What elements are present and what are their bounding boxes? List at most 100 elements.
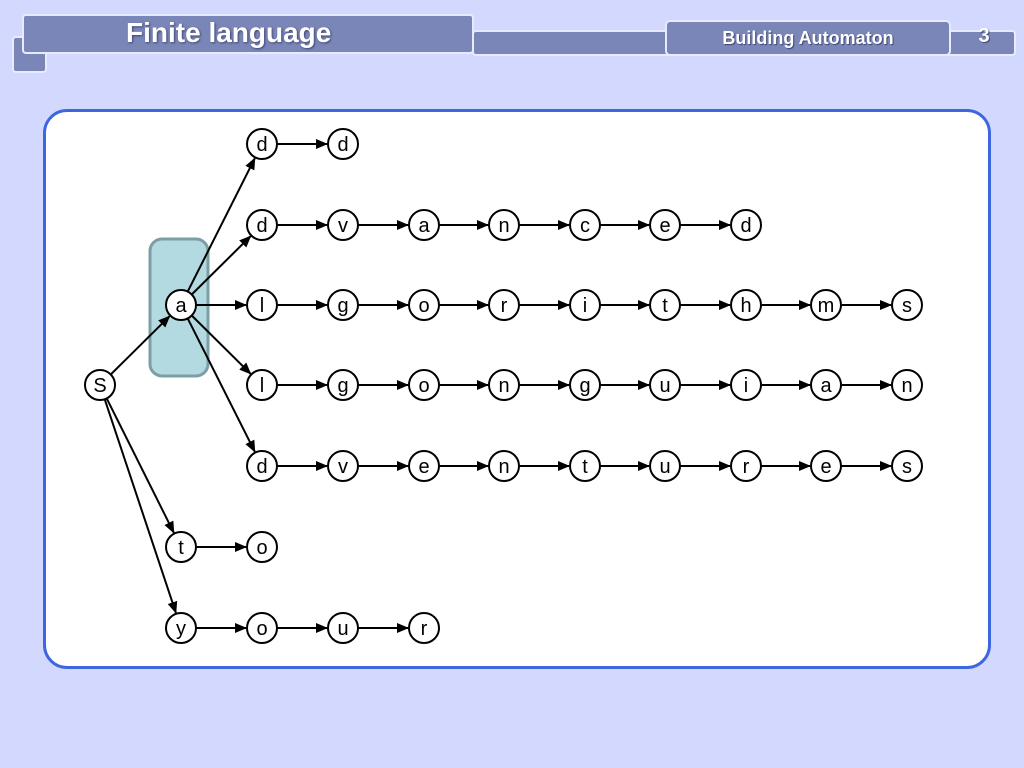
state-circle (246, 289, 278, 321)
state-circle (246, 128, 278, 160)
state-circle (810, 369, 842, 401)
state-node: o (408, 369, 440, 401)
state-circle (246, 369, 278, 401)
state-node: o (408, 289, 440, 321)
state-label: d (256, 456, 267, 478)
state-circle (569, 369, 601, 401)
state-circle (246, 450, 278, 482)
state-node: d (246, 209, 278, 241)
slide-title: Finite language (126, 17, 332, 48)
state-label: u (659, 375, 670, 397)
transition-arrow (186, 157, 256, 293)
state-node: a (810, 369, 842, 401)
state-circle (327, 450, 359, 482)
state-label: s (902, 295, 912, 317)
state-circle (730, 289, 762, 321)
state-circle (730, 209, 762, 241)
state-label: y (176, 618, 186, 640)
state-node: e (408, 450, 440, 482)
state-node: e (649, 209, 681, 241)
state-label: h (740, 295, 751, 317)
state-label: r (743, 456, 750, 478)
state-node: r (730, 450, 762, 482)
state-circle (569, 289, 601, 321)
state-node: s (891, 289, 923, 321)
page-number: 3 (978, 25, 990, 47)
state-circle (891, 450, 923, 482)
state-node: g (327, 369, 359, 401)
state-label: d (740, 215, 751, 237)
state-node: n (488, 369, 520, 401)
state-label: o (418, 375, 429, 397)
state-circle (246, 531, 278, 563)
state-circle (730, 450, 762, 482)
state-label: e (820, 456, 831, 478)
state-circle (327, 369, 359, 401)
state-circle (84, 369, 116, 401)
state-circle (327, 612, 359, 644)
state-node: i (730, 369, 762, 401)
state-node: r (488, 289, 520, 321)
transition-arrow (103, 398, 178, 614)
state-node: g (327, 289, 359, 321)
state-label: r (501, 295, 508, 317)
state-circle (488, 289, 520, 321)
state-label: u (659, 456, 670, 478)
state-circle (408, 209, 440, 241)
state-node: u (649, 450, 681, 482)
state-node: u (649, 369, 681, 401)
state-label: o (256, 537, 267, 559)
state-label: l (260, 295, 264, 317)
state-node: d (246, 450, 278, 482)
state-circle (730, 369, 762, 401)
state-node: c (569, 209, 601, 241)
state-label: g (579, 375, 590, 397)
state-node: n (488, 209, 520, 241)
state-node: i (569, 289, 601, 321)
state-circle (408, 369, 440, 401)
title-band (22, 14, 474, 54)
state-circle (569, 450, 601, 482)
state-label: a (820, 375, 832, 397)
state-label: t (662, 295, 668, 317)
state-circle (327, 289, 359, 321)
state-circle (408, 289, 440, 321)
state-label: i (744, 375, 748, 397)
state-circle (165, 531, 197, 563)
state-node: u (327, 612, 359, 644)
state-label: v (338, 456, 348, 478)
state-circle (408, 612, 440, 644)
transition-arrow (105, 397, 175, 534)
state-node: e (810, 450, 842, 482)
state-node: d (246, 128, 278, 160)
state-node: y (165, 612, 197, 644)
state-label: t (178, 537, 184, 559)
state-node: S (84, 369, 116, 401)
state-node: h (730, 289, 762, 321)
state-circle (891, 289, 923, 321)
state-label: o (256, 618, 267, 640)
state-circle (810, 450, 842, 482)
state-circle (327, 209, 359, 241)
state-circle (246, 209, 278, 241)
state-label: a (418, 215, 430, 237)
transition-arrow (186, 317, 256, 453)
transition-arrow (109, 315, 171, 376)
state-node: l (246, 289, 278, 321)
state-label: d (256, 215, 267, 237)
state-circle (649, 369, 681, 401)
state-node: n (488, 450, 520, 482)
state-label: n (498, 375, 509, 397)
state-circle (488, 450, 520, 482)
state-circle (165, 612, 197, 644)
state-node: v (327, 450, 359, 482)
state-label: i (583, 295, 587, 317)
state-node: a (165, 289, 197, 321)
state-label: n (498, 215, 509, 237)
state-label: v (338, 215, 348, 237)
state-label: e (418, 456, 429, 478)
state-node: m (810, 289, 842, 321)
state-label: l (260, 375, 264, 397)
state-node: a (408, 209, 440, 241)
